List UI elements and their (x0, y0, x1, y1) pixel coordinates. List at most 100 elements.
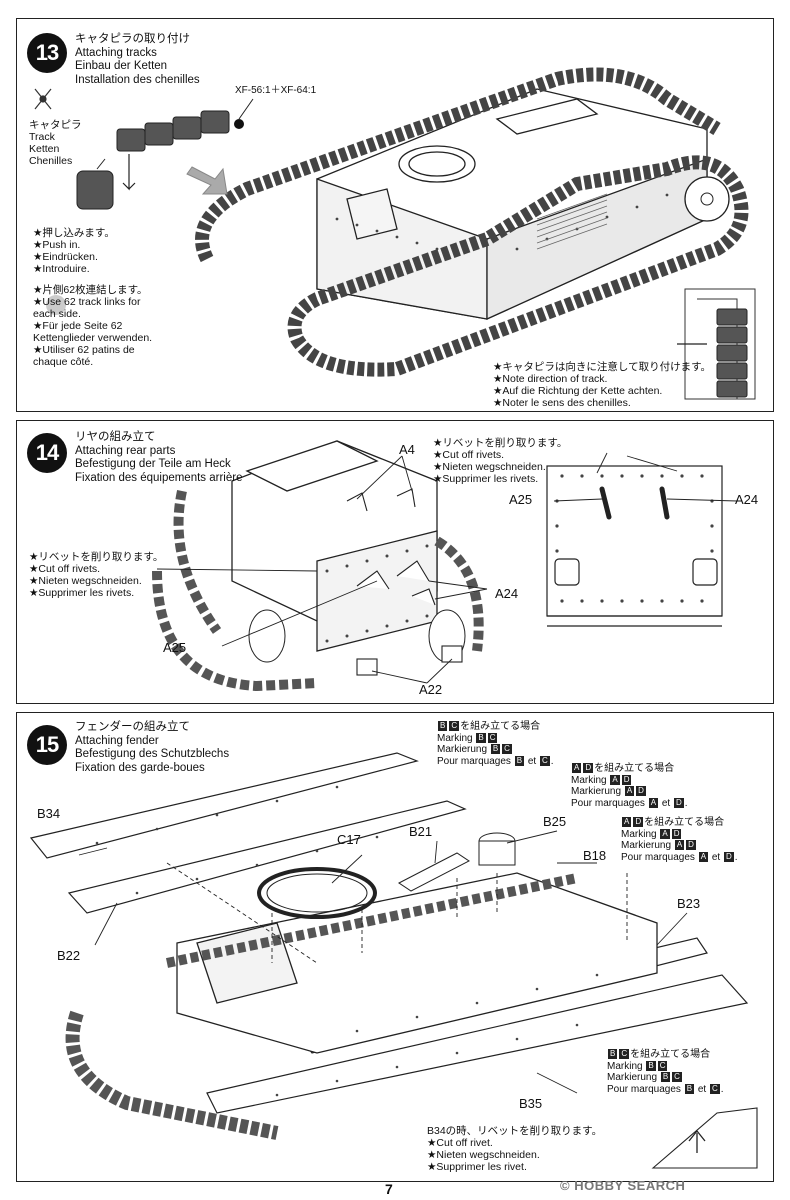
note-de-2: Kettenglieder verwenden. (33, 332, 153, 344)
title-fr: Fixation des garde-boues (75, 761, 205, 774)
part-a4-label: A4 (399, 442, 415, 457)
note-fr: Pour marquages (437, 755, 511, 767)
step-title: リヤの組み立て Attaching rear parts Befestigung… (75, 431, 242, 485)
note-de: ★Eindrücken. (33, 251, 98, 263)
step-title: キャタピラの取り付け Attaching tracks Einbau der K… (75, 33, 200, 87)
track-assembly-illustration (34, 67, 756, 400)
track-direction-note: ★キャタピラは向きに注意して取り付けます。 ★Note direction of… (493, 361, 711, 409)
part-en: Track (29, 131, 55, 143)
note-fr-2: chaque côté. (33, 356, 94, 368)
track-links-note: ★片側62枚連結します。 ★Use 62 track links for eac… (33, 284, 152, 368)
note-fr: ★Supprimer les rivet. (427, 1161, 527, 1173)
marking-badge: C (709, 1083, 720, 1094)
marking-badge: B (660, 1072, 671, 1083)
marking-badge: B (608, 1049, 618, 1060)
note-fr: Pour marquages (621, 851, 695, 863)
note-ja: ★押し込みます。 (33, 227, 115, 239)
marking-badge: B (476, 732, 486, 743)
marking-badge: A (698, 851, 709, 862)
step-number: 15 (27, 725, 67, 765)
marking-badge: C (672, 1072, 682, 1083)
watermark: © HOBBY SEARCH (560, 1178, 686, 1193)
note-fr: ★Supprimer les rivets. (29, 587, 135, 599)
marking-badge: B (646, 1060, 656, 1071)
note-ja: ★片側62枚連結します。 (33, 284, 148, 296)
step-13-panel: 13 キャタピラの取り付け Attaching tracks Einbau de… (16, 18, 774, 412)
note-de: Markierung (571, 786, 622, 797)
marking-badge: C (539, 755, 550, 766)
page-number: 7 (385, 1181, 393, 1197)
fender-assembly-illustration (29, 752, 758, 1169)
marking-badge: B (684, 1083, 695, 1094)
marking-badge: D (621, 774, 632, 785)
note-de-1: ★Für jede Seite 62 (33, 320, 123, 332)
note-ja: を組み立てる場合 (644, 817, 725, 828)
paint-callout: XF-56:1＋XF-64:1 (235, 85, 317, 96)
marking-badge: D (671, 828, 682, 839)
marking-badge: C (502, 744, 512, 755)
marking-badge: A (622, 817, 632, 828)
detail-a25-label: A25 (509, 492, 533, 507)
note-ja: B34の時、リベットを削り取ります。 (427, 1125, 603, 1137)
marking-badge: C (487, 732, 498, 743)
marking-badge: D (633, 817, 644, 828)
part-ja: キャタピラ (29, 119, 82, 131)
marking-badge: B (514, 755, 525, 766)
title-en: Attaching fender (75, 734, 159, 747)
note-en: ★Cut off rivets. (29, 563, 101, 575)
part-fr: Chenilles (29, 155, 73, 167)
part-a22-label: A22 (419, 682, 443, 697)
note-ja: ★リベットを削り取ります。 (433, 437, 568, 449)
note-en: ★Push in. (33, 239, 81, 251)
part-b18-label: B18 (583, 848, 607, 863)
step-number: 14 (27, 433, 67, 473)
marking-badge: D (673, 797, 684, 808)
part-a24-label: A24 (495, 586, 519, 601)
title-de: Befestigung der Teile am Heck (75, 458, 231, 470)
part-b35-label: B35 (519, 1096, 543, 1111)
note-and: et (527, 755, 537, 767)
title-en: Attaching tracks (75, 46, 157, 59)
note-de: ★Nieten wegschneiden. (433, 461, 546, 473)
part-b21-label: B21 (409, 824, 433, 839)
marking-badge: C (449, 721, 460, 732)
marking-badge: A (624, 786, 635, 797)
note-en-1: ★Use 62 track links for (33, 296, 141, 308)
marking-badge: A (648, 797, 659, 808)
note-ja: を組み立てる場合 (630, 1049, 711, 1060)
marking-badge: D (723, 851, 734, 862)
marking-badge: B (490, 744, 501, 755)
part-c17-label: C17 (337, 832, 361, 847)
note-en: Marking (571, 774, 607, 786)
rear-parts-illustration (152, 440, 738, 692)
note-fr: ★Introduire. (33, 263, 90, 275)
step-14-panel: 14 リヤの組み立て Attaching rear parts Befestig… (16, 420, 774, 704)
step-15-panel: 15 フェンダーの組み立て Attaching fender Befestigu… (16, 712, 774, 1182)
marking-badge: A (610, 774, 620, 785)
note-en: ★Note direction of track. (493, 373, 608, 385)
marking-badge: D (583, 763, 594, 774)
marking-badge: A (660, 828, 670, 839)
title-fr: Installation des chenilles (75, 73, 200, 86)
step-title: フェンダーの組み立て Attaching fender Befestigung … (75, 721, 229, 775)
note-de: Markierung (621, 840, 672, 851)
push-in-note: ★押し込みます。 ★Push in. ★Eindrücken. ★Introdu… (33, 227, 115, 275)
note-fr-1: ★Utiliser 62 patins de (33, 344, 135, 356)
part-b23-label: B23 (677, 896, 701, 911)
note-en: Marking (437, 732, 473, 744)
note-and: et (661, 797, 671, 809)
note-fr: ★Noter le sens des chenilles. (493, 397, 631, 409)
marking-badge: C (619, 1049, 630, 1060)
note-and: et (711, 851, 721, 863)
part-label-track: キャタピラ Track Ketten Chenilles (29, 119, 82, 167)
step-number: 13 (27, 33, 67, 73)
note-fr: ★Supprimer les rivets. (433, 473, 539, 485)
note-ja: ★リベットを削り取ります。 (29, 551, 164, 563)
cut-rivets-note-top: ★リベットを削り取ります。 ★Cut off rivets. ★Nieten w… (433, 437, 567, 485)
title-en: Attaching rear parts (75, 444, 176, 457)
marking-badge: B (438, 721, 448, 732)
